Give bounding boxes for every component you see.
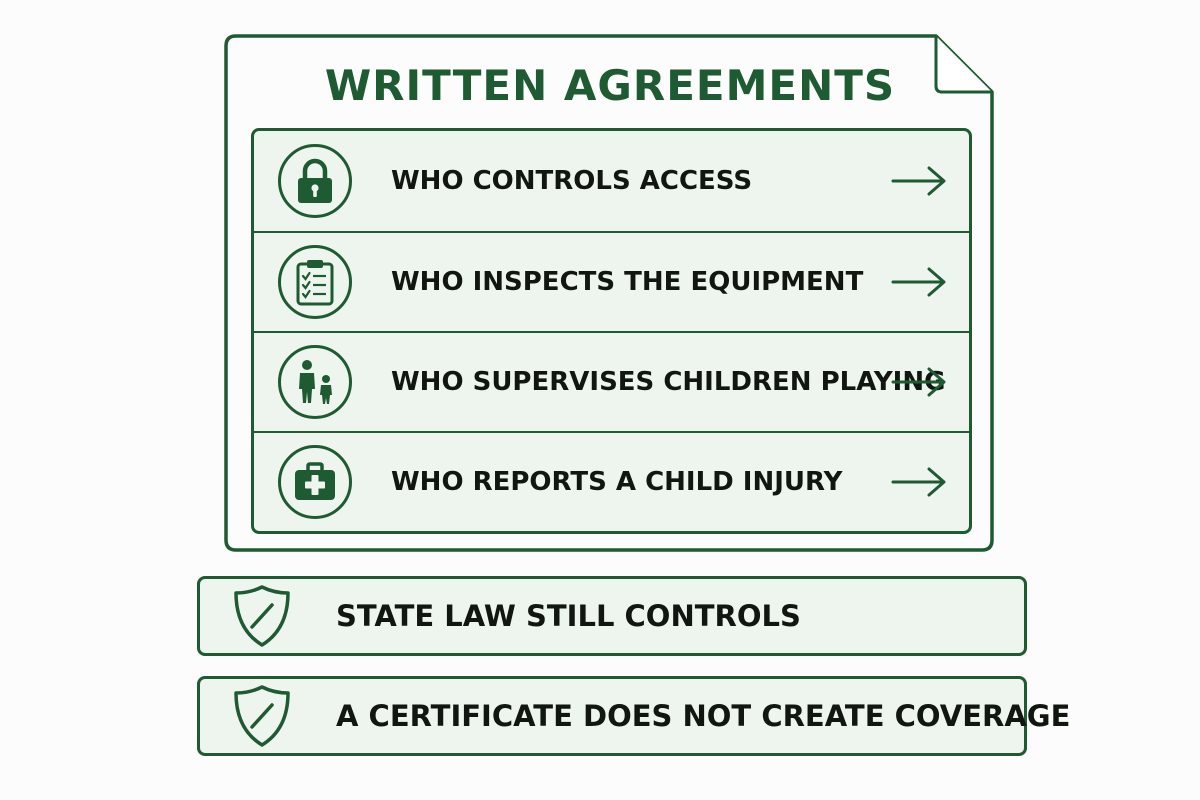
arrow-right-icon bbox=[891, 166, 946, 196]
note-state-law: STATE LAW STILL CONTROLS bbox=[197, 576, 1027, 656]
shield-icon bbox=[234, 685, 290, 747]
padlock-icon bbox=[278, 144, 352, 218]
note-label: STATE LAW STILL CONTROLS bbox=[336, 599, 801, 633]
agreement-item-reports-injury: WHO REPORTS A CHILD INJURY bbox=[254, 431, 969, 531]
arrow-right-icon bbox=[891, 367, 946, 397]
note-certificate-coverage: A CERTIFICATE DOES NOT CREATE COVERAGE bbox=[197, 676, 1070, 756]
clipboard-checklist-icon bbox=[278, 245, 352, 319]
arrow-right-icon bbox=[891, 467, 946, 497]
agreement-item-supervises-children: WHO SUPERVISES CHILDREN PLAYING bbox=[254, 331, 969, 431]
shield-icon bbox=[234, 585, 290, 647]
arrow-right-icon bbox=[891, 267, 946, 297]
first-aid-kit-icon bbox=[278, 445, 352, 519]
agreement-item-controls-access: WHO CONTROLS ACCESS bbox=[254, 131, 969, 231]
agreement-item-label: WHO INSPECTS THE EQUIPMENT bbox=[391, 267, 864, 297]
agreement-items-list: WHO CONTROLS ACCESS WHO INSPECTS THE EQU… bbox=[251, 128, 972, 534]
adult-and-child-icon bbox=[278, 345, 352, 419]
agreement-item-label: WHO REPORTS A CHILD INJURY bbox=[391, 467, 843, 497]
agreement-item-label: WHO SUPERVISES CHILDREN PLAYING bbox=[391, 367, 946, 397]
agreement-item-label: WHO CONTROLS ACCESS bbox=[391, 166, 753, 196]
note-label: A CERTIFICATE DOES NOT CREATE COVERAGE bbox=[336, 699, 1071, 733]
agreement-item-inspects-equipment: WHO INSPECTS THE EQUIPMENT bbox=[254, 231, 969, 331]
document-title: WRITTEN AGREEMENTS bbox=[324, 61, 896, 110]
